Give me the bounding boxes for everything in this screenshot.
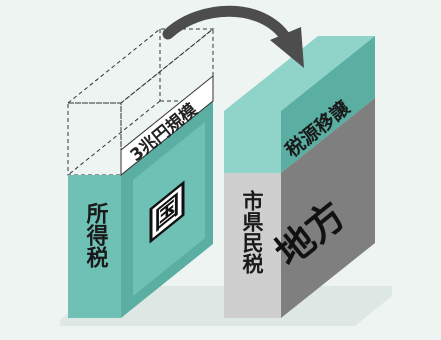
right-block-top	[224, 36, 375, 111]
right-block-front	[224, 173, 281, 318]
dashed-label-band	[120, 74, 214, 177]
shotokuzei-label: 所得税	[83, 202, 110, 269]
left-block-front	[68, 175, 121, 318]
right-block-side-band	[281, 36, 375, 173]
kuni-label-box	[149, 180, 185, 244]
right-block-side	[281, 98, 375, 318]
curved-arrow-icon	[162, 5, 304, 68]
right-block-front-band	[224, 111, 281, 173]
shikenminzei-label: 市県民税	[240, 189, 264, 275]
